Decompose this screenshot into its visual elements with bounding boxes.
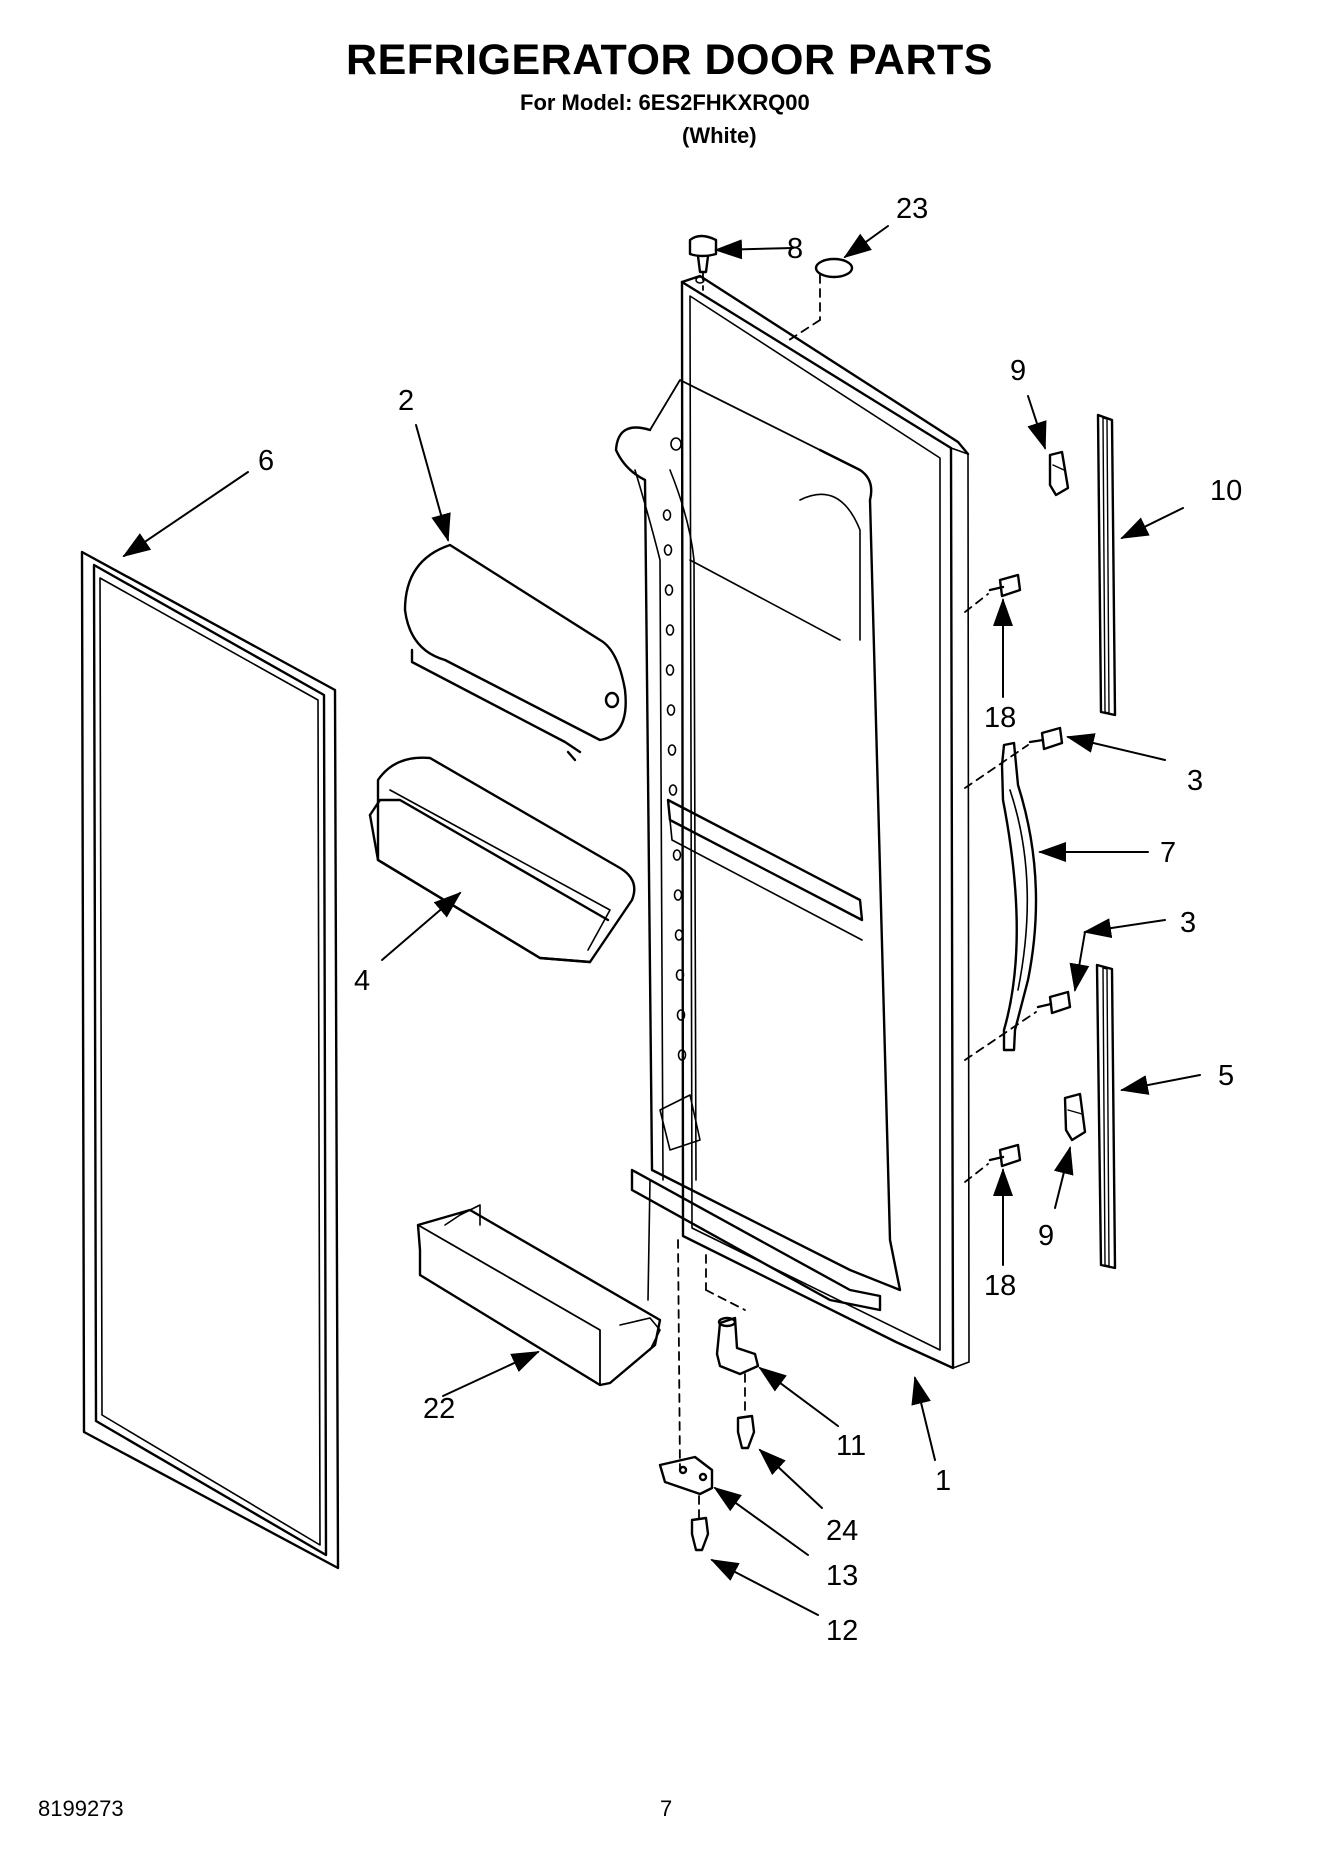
hinge-part-11 [715, 1316, 760, 1376]
callout-5: 5 [1218, 1060, 1234, 1092]
model-line: For Model: 6ES2FHKXRQ00 [520, 90, 810, 115]
callout-1: 1 [935, 1465, 951, 1497]
page-number: 7 [660, 1796, 673, 1821]
clip-part-9-lower [1063, 1092, 1087, 1142]
callout-12: 12 [826, 1615, 858, 1647]
dairy-door-part-2 [403, 543, 627, 762]
door-bin-part-4 [368, 756, 636, 964]
callout-7: 7 [1160, 837, 1176, 869]
bottom-bin-part-22 [416, 1204, 662, 1387]
clip-part-9-upper [1048, 450, 1070, 497]
leader-arrows [122, 225, 1201, 1616]
callout-24: 24 [826, 1515, 858, 1547]
callout-18-lower: 18 [984, 1270, 1016, 1302]
document-number: 8199273 [38, 1796, 124, 1821]
callout-18-upper: 18 [984, 702, 1016, 734]
trim-strip-part-10 [1096, 413, 1117, 717]
callout-labels: 6 2 4 22 8 23 9 10 18 3 7 3 5 9 18 1 11 … [258, 193, 1242, 1647]
bracket-part-13 [658, 1455, 714, 1496]
callout-10: 10 [1210, 475, 1242, 507]
screw-part-24 [736, 1414, 756, 1450]
washer-part-23 [814, 257, 854, 279]
callout-11: 11 [836, 1430, 866, 1462]
shelf-holes [662, 276, 705, 1061]
hinge-bushing-part-8 [688, 234, 718, 274]
trim-strip-part-5 [1095, 963, 1117, 1270]
callout-9-upper: 9 [1010, 355, 1026, 387]
screw-part-3-upper [1028, 726, 1064, 751]
page-title: REFRIGERATOR DOOR PARTS [346, 36, 993, 84]
callout-23: 23 [896, 193, 928, 225]
alignment-lines [677, 271, 1037, 1519]
callout-3-upper: 3 [1187, 765, 1203, 797]
callout-22: 22 [423, 1393, 455, 1425]
callout-8: 8 [787, 233, 803, 265]
gasket-part-6 [80, 550, 340, 1570]
callout-9-lower: 9 [1038, 1220, 1054, 1252]
screw-part-12 [690, 1516, 710, 1552]
callout-3-lower: 3 [1180, 907, 1196, 939]
callout-2: 2 [398, 385, 414, 417]
screw-part-3-lower [1036, 990, 1072, 1015]
screw-part-18-upper [988, 573, 1022, 598]
callout-13: 13 [826, 1560, 858, 1592]
door-liner-part-1 [614, 274, 970, 1370]
screw-part-18-lower [988, 1143, 1022, 1168]
color-variant: (White) [682, 123, 757, 148]
handle-part-7 [1000, 741, 1038, 1052]
callout-6: 6 [258, 445, 274, 477]
callout-4: 4 [354, 965, 370, 997]
